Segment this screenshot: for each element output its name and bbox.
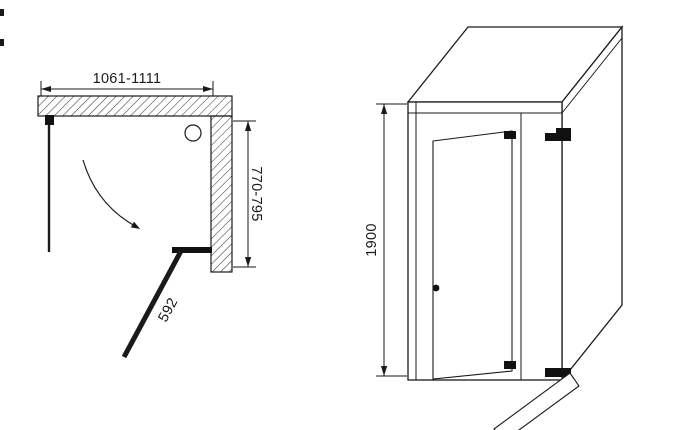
dim-arrow-down-icon — [381, 366, 388, 376]
top-frame-line-side — [561, 37, 623, 114]
door-bottom-hinge — [504, 361, 516, 369]
door-width-label: 592 — [155, 295, 181, 325]
dim-arrow-up-icon — [381, 104, 388, 114]
door-top-hinge — [504, 131, 516, 139]
door-handle — [432, 284, 440, 292]
side-wall — [210, 115, 233, 273]
dim-arrow-right-icon — [203, 86, 213, 92]
dim-arrow-left-icon — [41, 86, 51, 92]
perspective-view: 1900 — [364, 25, 624, 430]
dim-arrow-up-icon — [245, 121, 252, 131]
drain-symbol — [184, 124, 202, 142]
top-wall — [37, 95, 233, 117]
door-panel — [432, 130, 513, 380]
wall-profile — [45, 115, 54, 125]
fixed-glass-segment — [172, 247, 212, 253]
edge-artifact — [0, 39, 4, 46]
width-dimension-label: 1061-1111 — [93, 71, 162, 87]
pivot-door-open — [121, 249, 184, 359]
edge-artifact — [0, 9, 4, 16]
plan-view: 1061-1111 770-795 592 — [37, 71, 264, 359]
depth-dimension-label: 770-795 — [248, 166, 264, 221]
depth-dimension: 770-795 — [233, 120, 264, 268]
bottom-wall-bracket — [545, 368, 571, 377]
height-dimension: 1900 — [364, 103, 407, 377]
top-wall-bracket — [545, 128, 571, 141]
height-dimension-label: 1900 — [364, 223, 380, 256]
width-dimension: 1061-1111 — [40, 71, 214, 96]
door-swing-arrow — [82, 159, 136, 227]
door-swing-arrowhead-icon — [130, 221, 141, 229]
open-door-panel — [493, 372, 580, 430]
dim-arrow-down-icon — [245, 257, 252, 267]
